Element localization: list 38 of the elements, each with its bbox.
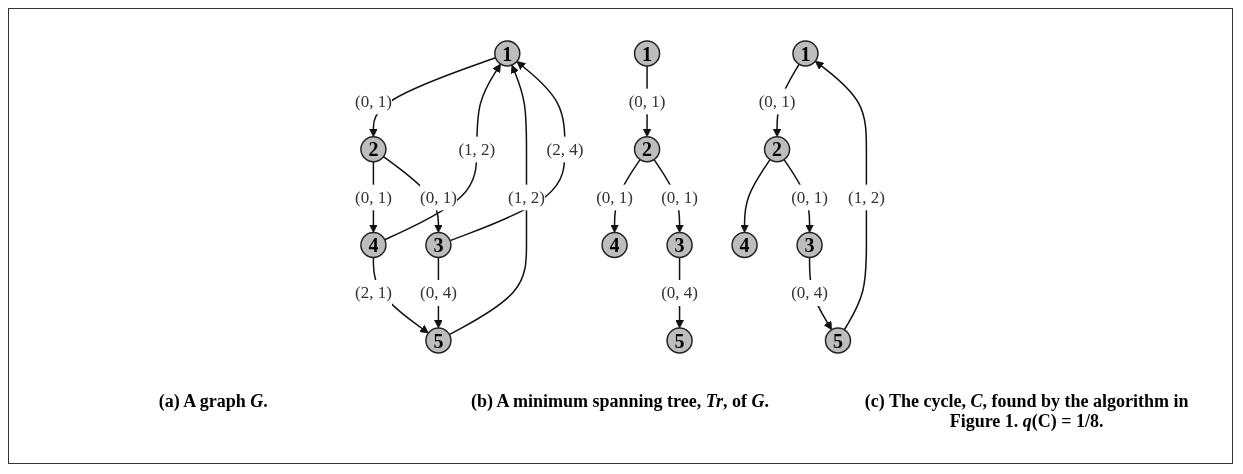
node-circle: 5 bbox=[425, 327, 452, 354]
arrow bbox=[815, 60, 868, 331]
edge-label: (0, 4) bbox=[791, 283, 829, 302]
node-circle: 4 bbox=[601, 231, 628, 259]
figure-caption: (a) A graph G. bbox=[157, 392, 269, 413]
arrow bbox=[449, 61, 566, 242]
edge-label: (1, 2) bbox=[458, 139, 496, 159]
edge-label: (0, 1) bbox=[420, 187, 457, 207]
edge-label: (0, 1) bbox=[596, 187, 634, 207]
node-circle: 4 bbox=[731, 231, 758, 259]
edge-label: (0, 1) bbox=[661, 187, 699, 207]
figure-caption: (b) A minimum spanning tree, Tr, of G. bbox=[469, 392, 770, 413]
edge-label: (2, 1) bbox=[355, 283, 392, 302]
node-circle: 1 bbox=[494, 40, 521, 67]
node-circle: 2 bbox=[763, 136, 791, 163]
node-circle: 2 bbox=[633, 136, 661, 163]
node-circle: 5 bbox=[824, 327, 852, 354]
edge-label: (0, 1) bbox=[628, 91, 666, 111]
node-circle: 3 bbox=[425, 231, 452, 259]
node-circle: 5 bbox=[666, 327, 693, 354]
node-circle: 4 bbox=[360, 231, 387, 259]
edge-label: (0, 1) bbox=[355, 187, 392, 207]
edge-label: (0, 1) bbox=[791, 187, 829, 207]
node-circle: 1 bbox=[792, 40, 819, 67]
node-circle: 3 bbox=[666, 231, 693, 259]
edge-label: (0, 4) bbox=[661, 283, 699, 302]
arrow bbox=[448, 64, 528, 336]
node-circle: 2 bbox=[360, 136, 387, 163]
node-circle: 3 bbox=[796, 231, 823, 259]
arrow bbox=[740, 158, 771, 233]
edge-label: (0, 4) bbox=[420, 283, 457, 302]
edge-label: (1, 2) bbox=[508, 187, 545, 207]
edge-label: (2, 4) bbox=[546, 139, 584, 159]
figure-caption: (c) The cycle, C, found by the algorithm in Figure 1. q(C) = 1/8. bbox=[863, 392, 1190, 432]
edge-label: (0, 1) bbox=[355, 91, 392, 111]
edge-label: (0, 1) bbox=[758, 91, 796, 111]
node-circle: 1 bbox=[633, 40, 661, 67]
edge-label: (1, 2) bbox=[848, 187, 885, 207]
